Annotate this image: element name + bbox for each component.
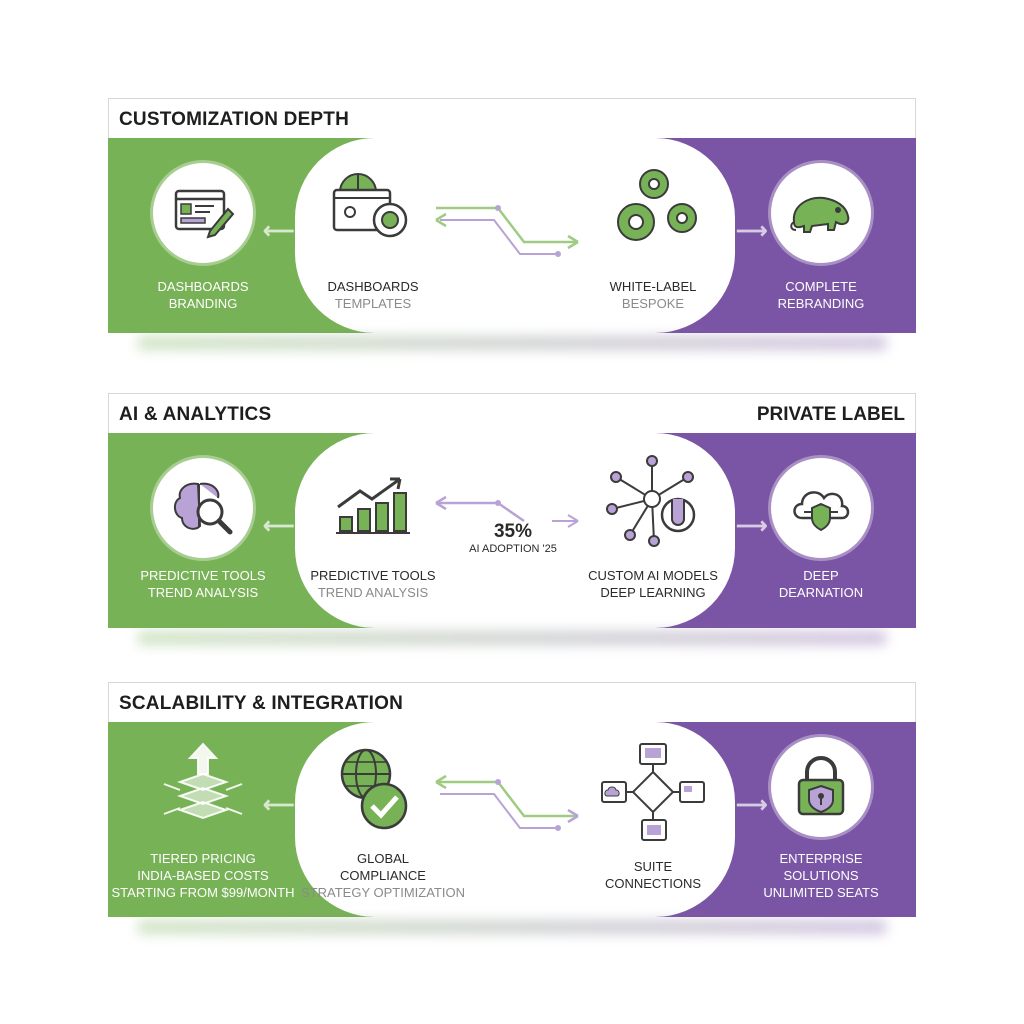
mid-right-label-sub: BESPOKE <box>621 296 685 311</box>
left-icon-circle <box>153 458 253 558</box>
right-label-line: UNLIMITED SEATS <box>763 885 879 900</box>
left-label-line: STARTING FROM $99/MONTH <box>111 885 295 900</box>
mid-left-label-line: PREDICTIVE TOOLS <box>310 568 436 583</box>
center-pill <box>295 138 735 333</box>
section-scalability-integration: SCALABILITY & INTEGRATION ⟵ TIERED PRICI… <box>108 682 916 942</box>
band-shadow <box>138 336 886 350</box>
band-shadow <box>138 631 886 645</box>
scale-up-icon <box>163 742 243 820</box>
section-customization-depth: CUSTOMIZATION DEPTH ⟵ DASHBOARDS BRANDIN… <box>108 98 916 350</box>
right-arrow-icon: ⟶ <box>736 218 768 243</box>
mid-right-label-line: CONNECTIONS <box>604 876 702 891</box>
right-arrow-icon: ⟶ <box>736 792 768 817</box>
right-label: COMPLETE REBRANDING <box>746 278 896 312</box>
right-label-line: COMPLETE <box>785 279 857 294</box>
mid-right-label-line: WHITE-LABEL <box>609 279 697 294</box>
section-header: AI & ANALYTICS PRIVATE LABEL <box>108 393 916 433</box>
mid-left-label-sub: TEMPLATES <box>334 296 412 311</box>
mid-left-label: DASHBOARDS TEMPLATES <box>298 278 448 312</box>
section-band: ⟵ PREDICTIVE TOOLS TREND ANALYSIS PREDIC… <box>108 433 916 628</box>
browser-gear-icon <box>332 173 408 238</box>
mid-left-label: GLOBAL COMPLIANCE STRATEGY OPTIMIZATION <box>293 850 473 901</box>
connector-arrows-icon <box>435 495 579 528</box>
mid-right-label: SUITE CONNECTIONS <box>578 858 728 892</box>
right-label: DEEP DEARNATION <box>746 567 896 601</box>
ai-network-icon <box>606 455 696 547</box>
mid-left-label-sub: TREND ANALYSIS <box>317 585 429 600</box>
section-title: AI & ANALYTICS <box>119 404 272 425</box>
brain-search-icon <box>174 482 233 535</box>
padlock-icon <box>797 756 845 816</box>
section-band: ⟵ DASHBOARDS BRANDING DASHBOARDS TEMPLAT… <box>108 138 916 333</box>
left-label-line: INDIA-BASED COSTS <box>137 868 269 883</box>
left-label-line: BRANDING <box>168 296 238 311</box>
right-icon-circle <box>771 163 871 263</box>
section-header: SCALABILITY & INTEGRATION <box>108 682 916 722</box>
left-label-line: PREDICTIVE TOOLS <box>140 568 266 583</box>
section-title: SCALABILITY & INTEGRATION <box>119 693 404 714</box>
connector-arrows-icon <box>435 774 579 831</box>
left-icon-circle <box>153 163 253 263</box>
right-label-line: DEARNATION <box>778 585 864 600</box>
stat-block: 35% AI ADOPTION '25 <box>453 521 573 556</box>
dashboard-edit-icon <box>174 189 235 239</box>
right-icon-circle <box>771 737 871 837</box>
mid-right-label-line: CUSTOM AI MODELS <box>588 568 718 583</box>
left-label-line: DASHBOARDS <box>157 279 249 294</box>
integration-hub-icon <box>601 743 705 841</box>
cloud-shield-icon <box>793 491 850 532</box>
right-label-line: DEEP <box>803 568 839 583</box>
mid-left-label-line: GLOBAL <box>356 851 410 866</box>
left-arrow-icon: ⟵ <box>263 513 295 538</box>
section-ai-analytics: AI & ANALYTICS PRIVATE LABEL ⟵ PREDICTIV… <box>108 393 916 645</box>
section-header: CUSTOMIZATION DEPTH <box>108 98 916 138</box>
stat-value: 35% <box>493 521 533 542</box>
left-label: TIERED PRICING INDIA-BASED COSTS STARTIN… <box>108 850 298 901</box>
right-label-line: REBRANDING <box>777 296 865 311</box>
left-arrow-icon: ⟵ <box>263 792 295 817</box>
mid-left-label-line: DASHBOARDS <box>327 279 419 294</box>
band-shadow <box>138 920 886 934</box>
right-label: ENTERPRISE SOLUTIONS UNLIMITED SEATS <box>746 850 896 901</box>
mid-left-label-line: COMPLIANCE <box>340 868 426 883</box>
mid-right-label: CUSTOM AI MODELS DEEP LEARNING <box>568 567 738 601</box>
growth-chart-icon <box>336 477 410 534</box>
mid-left-label-sub: STRATEGY OPTIMIZATION <box>301 885 465 900</box>
globe-check-icon <box>340 748 408 830</box>
chameleon-icon <box>790 196 850 233</box>
gears-icon <box>617 169 697 241</box>
right-arrow-icon: ⟶ <box>736 513 768 538</box>
right-icon-circle <box>771 458 871 558</box>
connector-arrows-icon <box>435 205 579 257</box>
stat-label: AI ADOPTION '25 <box>469 543 557 555</box>
right-label-line: SOLUTIONS <box>783 868 859 883</box>
left-arrow-icon: ⟵ <box>263 218 295 243</box>
mid-right-label-line: SUITE <box>633 859 673 874</box>
mid-right-label-line: DEEP LEARNING <box>600 585 706 600</box>
left-label-line: TREND ANALYSIS <box>147 585 259 600</box>
left-label-line: TIERED PRICING <box>150 851 256 866</box>
left-label: DASHBOARDS BRANDING <box>128 278 278 312</box>
left-label: PREDICTIVE TOOLS TREND ANALYSIS <box>128 567 278 601</box>
section-band: ⟵ TIERED PRICING INDIA-BASED COSTS START… <box>108 722 916 917</box>
right-label-line: ENTERPRISE <box>779 851 863 866</box>
mid-left-label: PREDICTIVE TOOLS TREND ANALYSIS <box>293 567 453 601</box>
section-title: CUSTOMIZATION DEPTH <box>119 109 350 130</box>
section-title-right: PRIVATE LABEL <box>756 404 905 425</box>
mid-right-label: WHITE-LABEL BESPOKE <box>578 278 728 312</box>
